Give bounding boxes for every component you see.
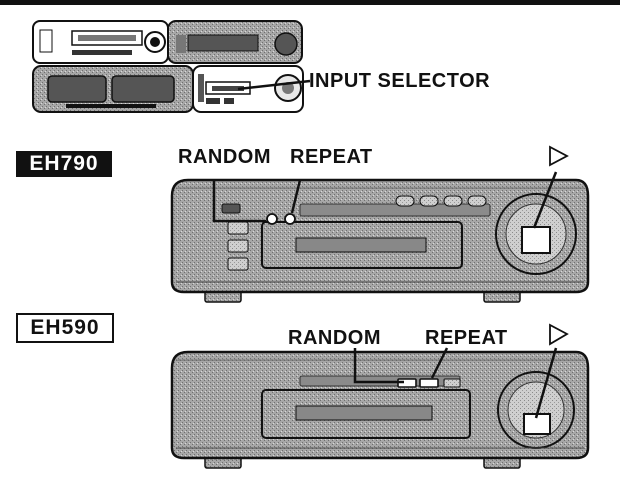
eh790-unit-diagram [170,145,590,303]
eh590-model-badge: EH590 [16,313,114,343]
eh590-play-triangle-icon [549,323,569,346]
eh790-play-triangle-icon [549,145,569,167]
eh790-repeat-button [284,213,296,225]
system-stack-diagram [32,20,311,113]
eh790-play-button [521,226,551,254]
eh590-repeat-label: REPEAT [425,327,508,349]
eh590-random-label: RANDOM [288,327,381,349]
eh590-unit-diagram [170,323,590,469]
eh790-random-button [266,213,278,225]
input-selector-label: INPUT SELECTOR [309,70,491,92]
eh790-random-label: RANDOM [178,146,271,168]
eh590-repeat-button [419,378,439,388]
eh790-repeat-label: REPEAT [290,146,373,168]
top-rule [0,0,620,5]
eh790-model-badge: EH790 [16,151,112,177]
